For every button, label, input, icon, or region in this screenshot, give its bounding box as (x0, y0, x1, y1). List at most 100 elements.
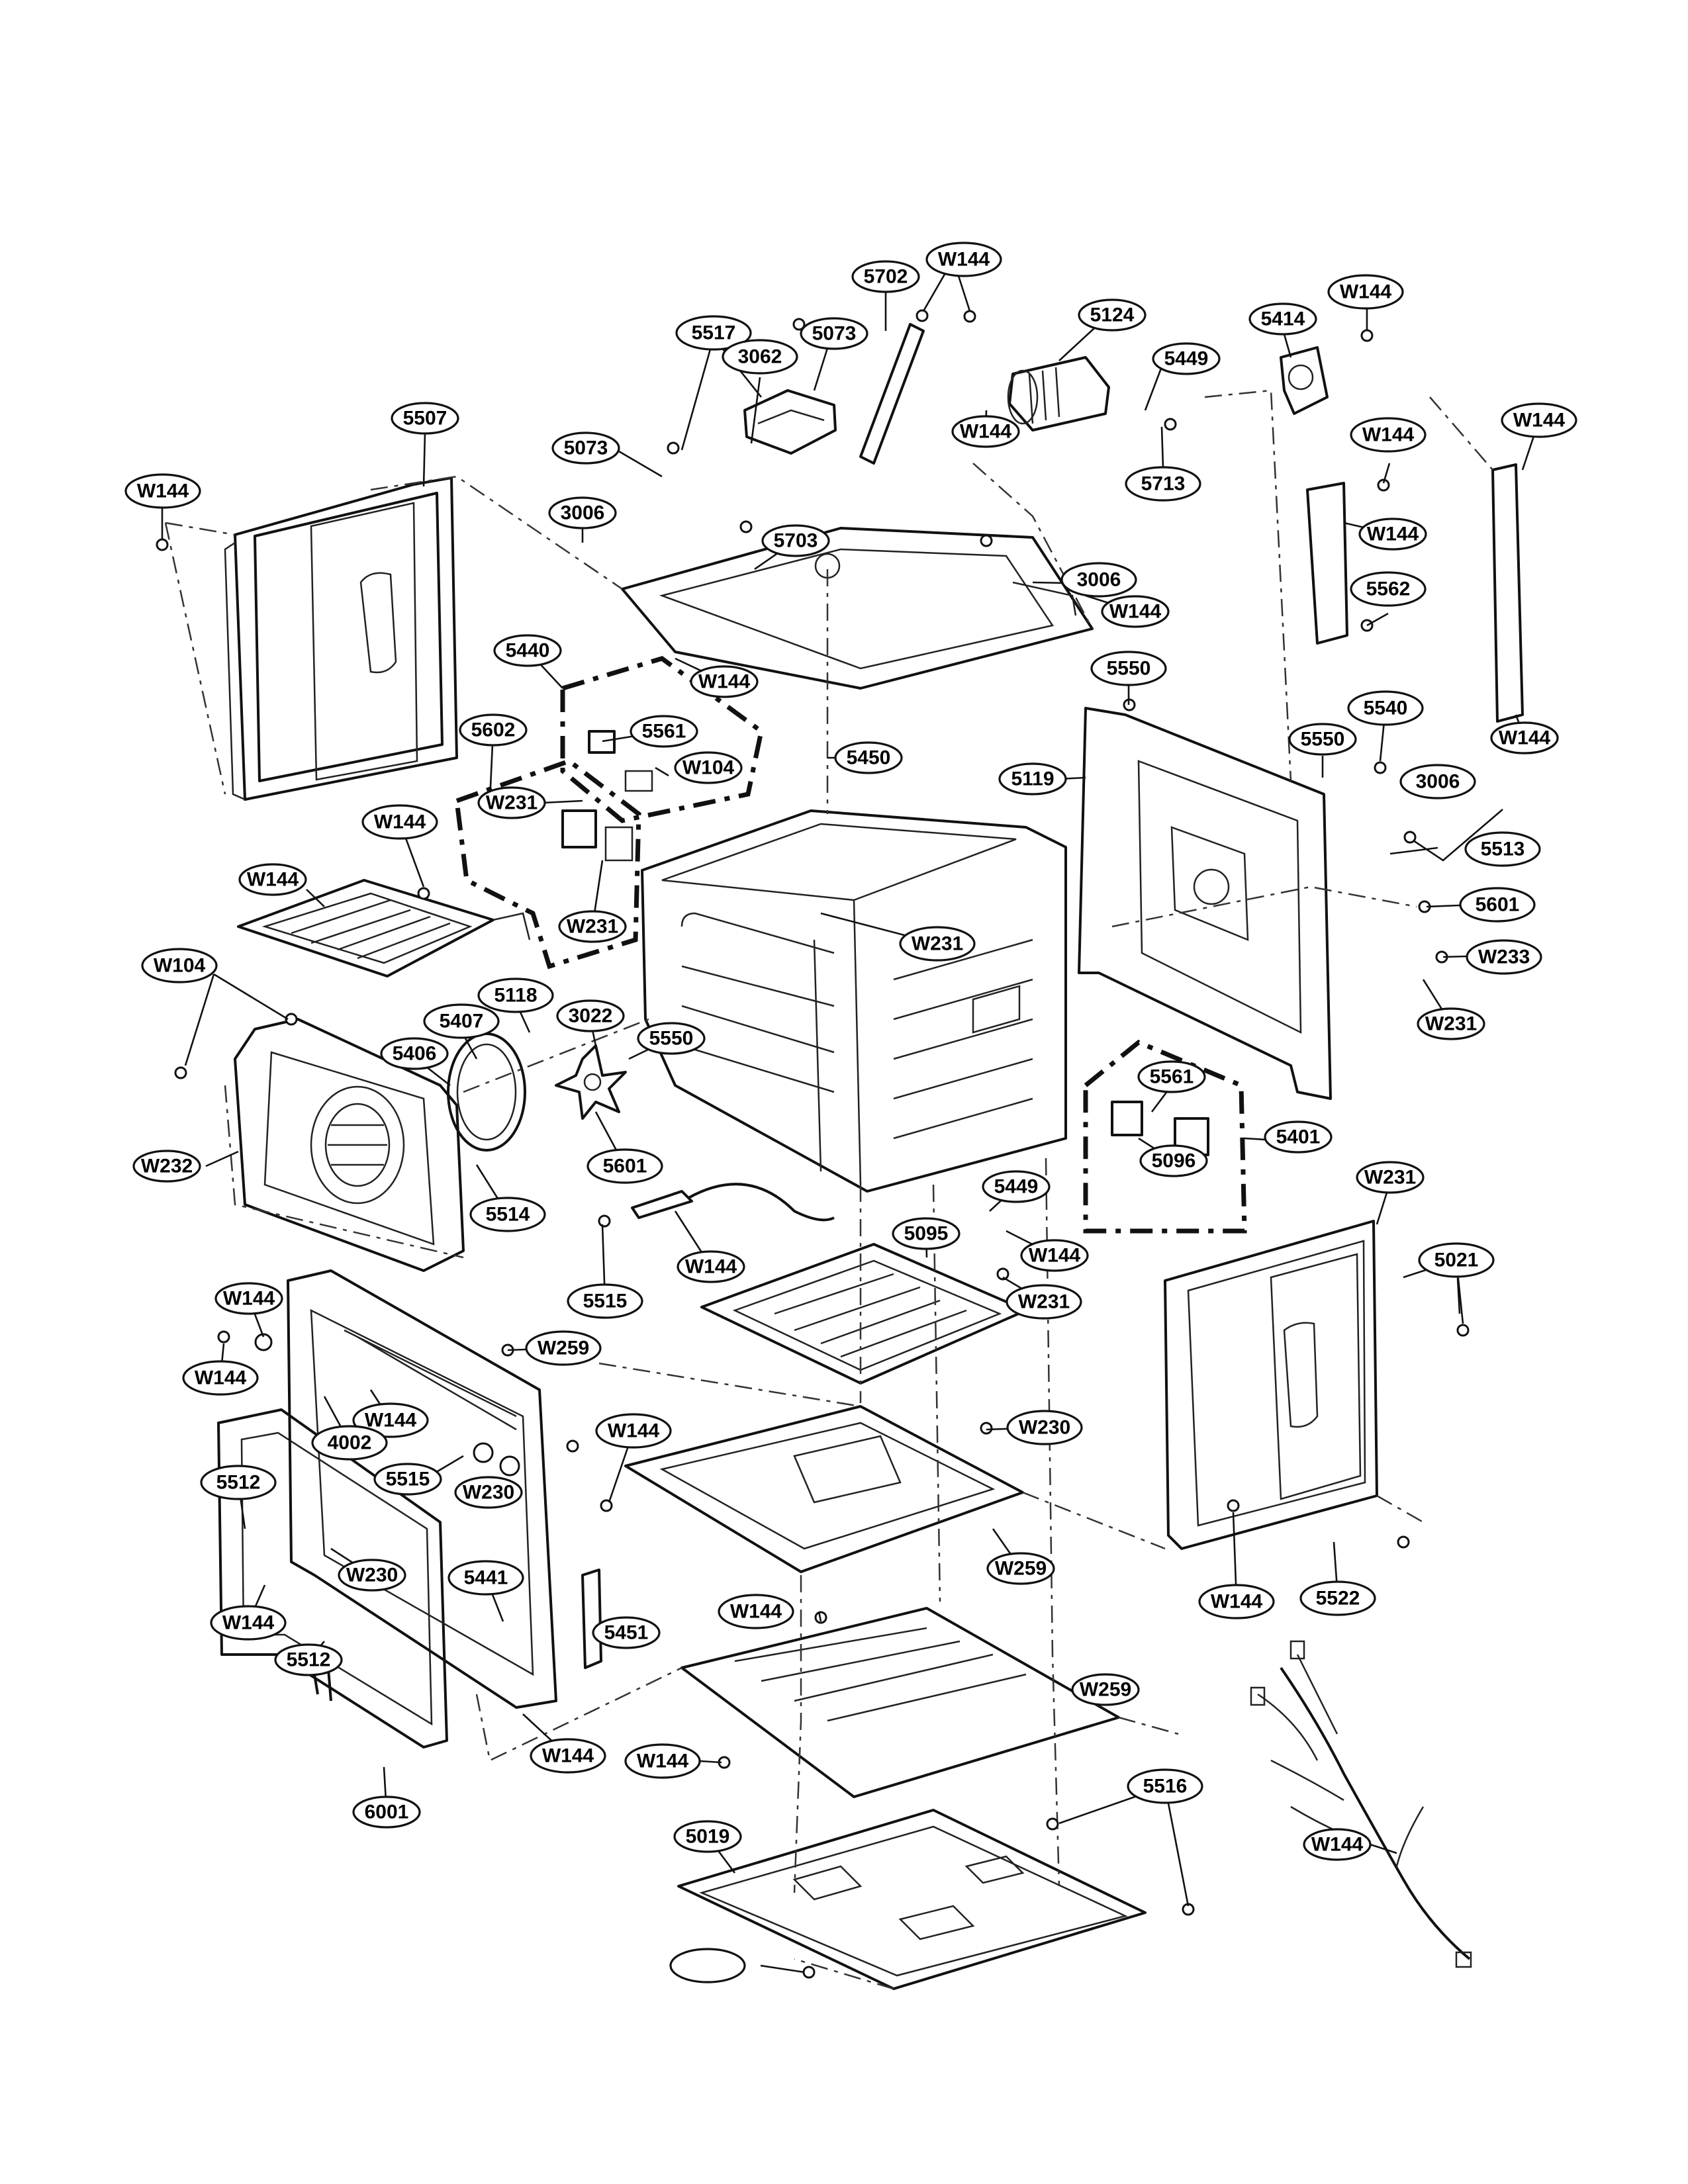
oven-bottom-tray (624, 1405, 1024, 1573)
callout: 4002 (311, 1425, 388, 1461)
svg-text:W232: W232 (141, 1156, 193, 1177)
svg-text:W144: W144 (1513, 410, 1566, 432)
svg-text:W144: W144 (1109, 601, 1162, 623)
svg-text:W144: W144 (542, 1745, 594, 1767)
callout: W144 (238, 863, 307, 896)
callout: 5119 (998, 762, 1067, 796)
callout: 5073 (551, 432, 620, 465)
callout: W144 (1101, 595, 1170, 628)
callout: 5516 (1127, 1768, 1203, 1804)
svg-text:W144: W144 (608, 1420, 660, 1442)
callout: 5118 (477, 978, 554, 1013)
door-trim-strip (581, 1569, 602, 1669)
callout: 5414 (1248, 302, 1317, 336)
callout: W230 (1006, 1410, 1083, 1445)
svg-text:W144: W144 (195, 1367, 247, 1389)
left-side-panel (224, 477, 458, 801)
svg-text:3022: 3022 (569, 1005, 613, 1027)
svg-text:W259: W259 (538, 1338, 589, 1359)
callout: W144 (595, 1413, 672, 1449)
callout: W144 (1198, 1584, 1275, 1619)
callout: 5441 (447, 1560, 524, 1596)
callout: W144 (718, 1594, 794, 1629)
svg-text:W144: W144 (137, 480, 189, 502)
callout: 5550 (1288, 723, 1357, 756)
callout: 5561 (1137, 1060, 1206, 1093)
svg-text:W259: W259 (995, 1558, 1047, 1580)
callout: 5124 (1078, 298, 1147, 332)
svg-text:W233: W233 (1478, 946, 1530, 968)
svg-text:5550: 5550 (1301, 729, 1345, 751)
side-trim-bracket (1306, 482, 1348, 645)
callout: 5451 (592, 1616, 661, 1649)
callout: W231 (899, 926, 976, 962)
vent-bracket (859, 323, 925, 465)
callout: 5550 (637, 1022, 706, 1055)
svg-text:5601: 5601 (603, 1156, 647, 1177)
callout: W144 (530, 1738, 606, 1774)
svg-text:5124: 5124 (1090, 304, 1135, 326)
callout: 5449 (1152, 342, 1221, 375)
svg-text:5118: 5118 (494, 985, 537, 1007)
svg-text:5073: 5073 (564, 437, 608, 459)
callout: 5713 (1125, 466, 1201, 502)
callout: W144 (361, 804, 438, 840)
oven-sensor (631, 1183, 835, 1222)
callout: 5550 (1090, 651, 1167, 686)
svg-text:5540: 5540 (1364, 698, 1408, 719)
callout: 5507 (391, 402, 459, 435)
callout: W144 (925, 242, 1002, 277)
callout: 5073 (800, 317, 868, 350)
callout: 3006 (1399, 764, 1476, 799)
door-frame-panel (287, 1269, 557, 1709)
construction-lines (164, 389, 1493, 1990)
svg-text:5406: 5406 (393, 1043, 437, 1065)
svg-text:W259: W259 (1080, 1679, 1131, 1701)
svg-text:5562: 5562 (1366, 578, 1411, 600)
callout-labels: W144 5702 5124 5414 W144 W144 5517 5073 … (124, 242, 1577, 1983)
bake-element (700, 1243, 1027, 1385)
svg-text:W104: W104 (682, 757, 735, 779)
callout: W231 (477, 786, 546, 819)
callout: 3062 (722, 339, 798, 375)
svg-text:W230: W230 (346, 1565, 398, 1586)
callout: 5406 (380, 1037, 449, 1070)
callout: W259 (1071, 1673, 1140, 1706)
svg-text:W144: W144 (637, 1751, 689, 1772)
svg-text:W144: W144 (365, 1410, 417, 1432)
svg-text:5512: 5512 (287, 1649, 331, 1671)
svg-text:5513: 5513 (1481, 839, 1525, 860)
callout: 5450 (834, 741, 903, 774)
svg-text:5703: 5703 (774, 530, 818, 552)
callout: 5512 (274, 1643, 343, 1676)
svg-text:W144: W144 (1311, 1834, 1364, 1856)
callout: W259 (525, 1330, 602, 1366)
callout: W144 (214, 1282, 283, 1315)
callout: 5702 (851, 260, 920, 293)
callout: W231 (1356, 1161, 1425, 1194)
svg-text:5516: 5516 (1143, 1776, 1188, 1797)
callout: 5019 (673, 1820, 742, 1853)
svg-text:W231: W231 (1425, 1013, 1477, 1035)
svg-text:5407: 5407 (440, 1011, 484, 1032)
control-sensor-top (588, 730, 653, 792)
callout: 5095 (892, 1217, 961, 1250)
svg-text:5414: 5414 (1261, 308, 1305, 330)
callout: 5096 (1139, 1144, 1208, 1177)
svg-text:W104: W104 (154, 955, 206, 977)
svg-text:5713: 5713 (1141, 473, 1186, 495)
assembly-outline-5561-left (454, 758, 641, 970)
callout: W144 (677, 1250, 745, 1283)
callout: 5407 (423, 1003, 500, 1039)
svg-text:5021: 5021 (1434, 1250, 1479, 1271)
top-cover-plate (621, 527, 1094, 690)
convection-fan-blade (555, 1044, 627, 1120)
svg-text:5073: 5073 (812, 323, 857, 345)
wire-harness (1250, 1640, 1472, 1968)
callout: W231 (1417, 1007, 1485, 1040)
callout: W232 (132, 1150, 201, 1183)
side-trim-strip (1491, 463, 1524, 723)
right-side-panel (1164, 1220, 1378, 1550)
svg-text:5019: 5019 (686, 1826, 730, 1848)
